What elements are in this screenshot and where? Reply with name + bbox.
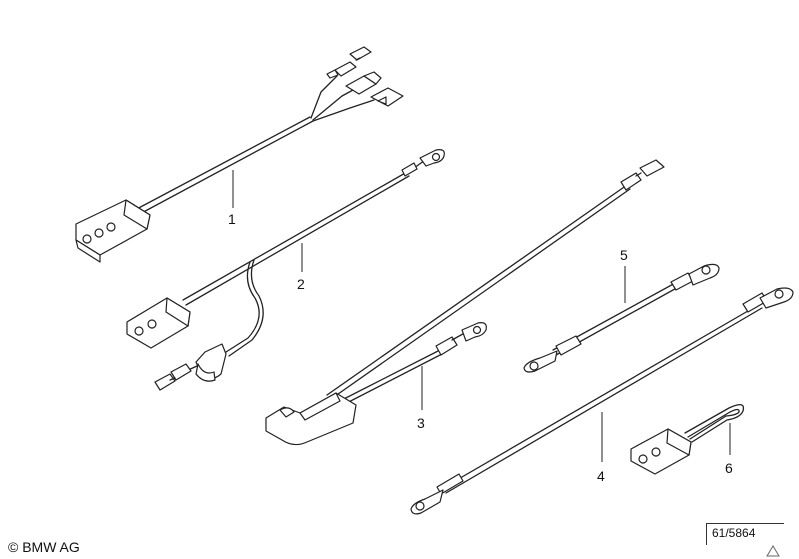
part-number-5: 5 — [620, 247, 628, 263]
triangle-icon — [766, 545, 780, 557]
part-number-2: 2 — [297, 276, 305, 292]
copyright-notice: © BMW AG — [8, 539, 80, 555]
part-number-6: 6 — [725, 460, 733, 476]
leader-lines — [232, 170, 731, 462]
wiring-harness-2 — [126, 149, 445, 391]
part-number-3: 3 — [417, 415, 425, 431]
ground-cable-5 — [523, 263, 720, 373]
reference-box — [706, 523, 784, 545]
ground-cable-4 — [410, 287, 794, 515]
wire-loop-6 — [630, 404, 745, 475]
part-number-1: 1 — [228, 211, 236, 227]
diagram-reference-number: 61/5864 — [712, 526, 756, 540]
part-number-labels: 1 2 3 4 5 6 — [228, 211, 733, 484]
part-number-4: 4 — [597, 468, 605, 484]
wiring-harness-1 — [75, 46, 404, 263]
wiring-harness-3 — [265, 159, 665, 446]
